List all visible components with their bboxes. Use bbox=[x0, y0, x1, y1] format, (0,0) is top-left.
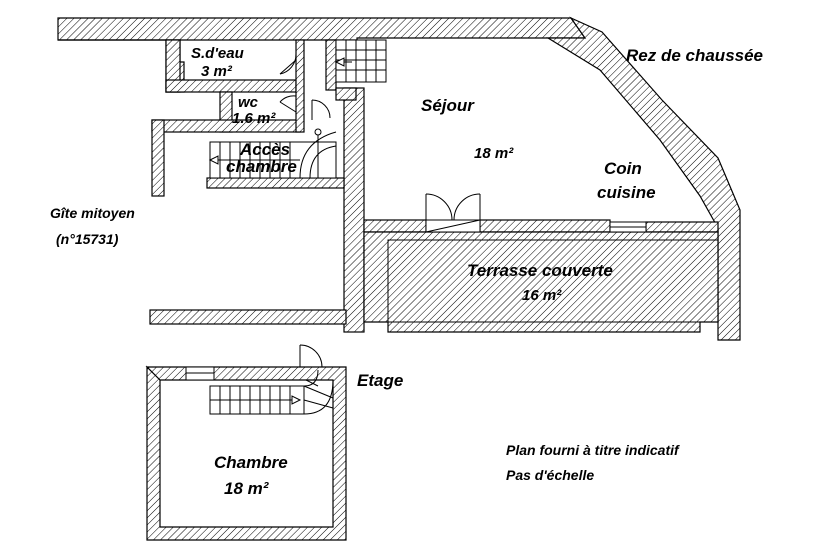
wall-center bbox=[343, 87, 365, 333]
chambre-area: 18 m² bbox=[224, 479, 269, 498]
wc-area: 1.6 m² bbox=[232, 110, 276, 127]
wc-name: wc bbox=[238, 94, 259, 111]
wall-sejour-bottom bbox=[363, 219, 427, 233]
terrasse-area: 16 m² bbox=[522, 287, 562, 304]
door-sde-arc bbox=[279, 53, 297, 75]
chambre-name: Chambre bbox=[214, 453, 288, 472]
wall-sejour-bottom-2 bbox=[479, 219, 611, 233]
wall-sde-wc-right bbox=[295, 39, 305, 133]
level-upper-label: Etage bbox=[357, 371, 404, 390]
note-no-scale: Pas d'échelle bbox=[506, 467, 595, 483]
acces-label-1: Accès bbox=[240, 140, 291, 159]
level-ground-label: Rez de chaussée bbox=[626, 46, 764, 65]
wall-center-bottom bbox=[335, 87, 357, 101]
wall-stair-left bbox=[151, 119, 165, 197]
wall-sde-bottom bbox=[165, 79, 297, 93]
salle-eau-area: 3 m² bbox=[201, 63, 232, 80]
sejour-name: Séjour bbox=[421, 96, 474, 115]
cuisine-label-1: Coin bbox=[604, 159, 642, 178]
stair-upper bbox=[209, 369, 334, 415]
stair-ground-top bbox=[334, 39, 387, 83]
neighbor-label-1: Gîte mitoyen bbox=[50, 205, 135, 221]
stair-acces-chambre bbox=[208, 128, 337, 179]
door-sejour-arc-right bbox=[453, 193, 481, 221]
wall-wc-bottom bbox=[151, 119, 301, 133]
wall-chambre bbox=[145, 365, 347, 541]
acces-label-2: chambre bbox=[226, 157, 297, 176]
door-chambre-arc bbox=[299, 344, 323, 368]
note-indicative: Plan fourni à titre indicatif bbox=[506, 442, 679, 458]
cuisine-label-2: cuisine bbox=[597, 183, 656, 202]
door-wc-arc bbox=[279, 95, 297, 103]
salle-eau-name: S.d'eau bbox=[191, 45, 244, 62]
door-sejour-arc-left bbox=[425, 193, 453, 221]
wall-left-upper bbox=[58, 39, 185, 93]
terrasse-inner bbox=[387, 239, 719, 323]
terrasse-name: Terrasse couverte bbox=[467, 261, 613, 280]
wall-sejour-bottom-3 bbox=[645, 221, 719, 233]
door-stair-arc bbox=[311, 99, 331, 119]
door-wc-leaf bbox=[279, 101, 297, 113]
neighbor-label-2: (n°15731) bbox=[56, 231, 119, 247]
wall-center-top bbox=[325, 39, 337, 91]
sejour-area: 18 m² bbox=[474, 145, 514, 162]
wall-stair-bottom bbox=[206, 177, 345, 189]
wall-lower-left bbox=[149, 309, 347, 325]
wall-top bbox=[57, 17, 587, 41]
wall-terrasse bbox=[363, 231, 719, 333]
door-sde-leaf bbox=[279, 59, 297, 75]
